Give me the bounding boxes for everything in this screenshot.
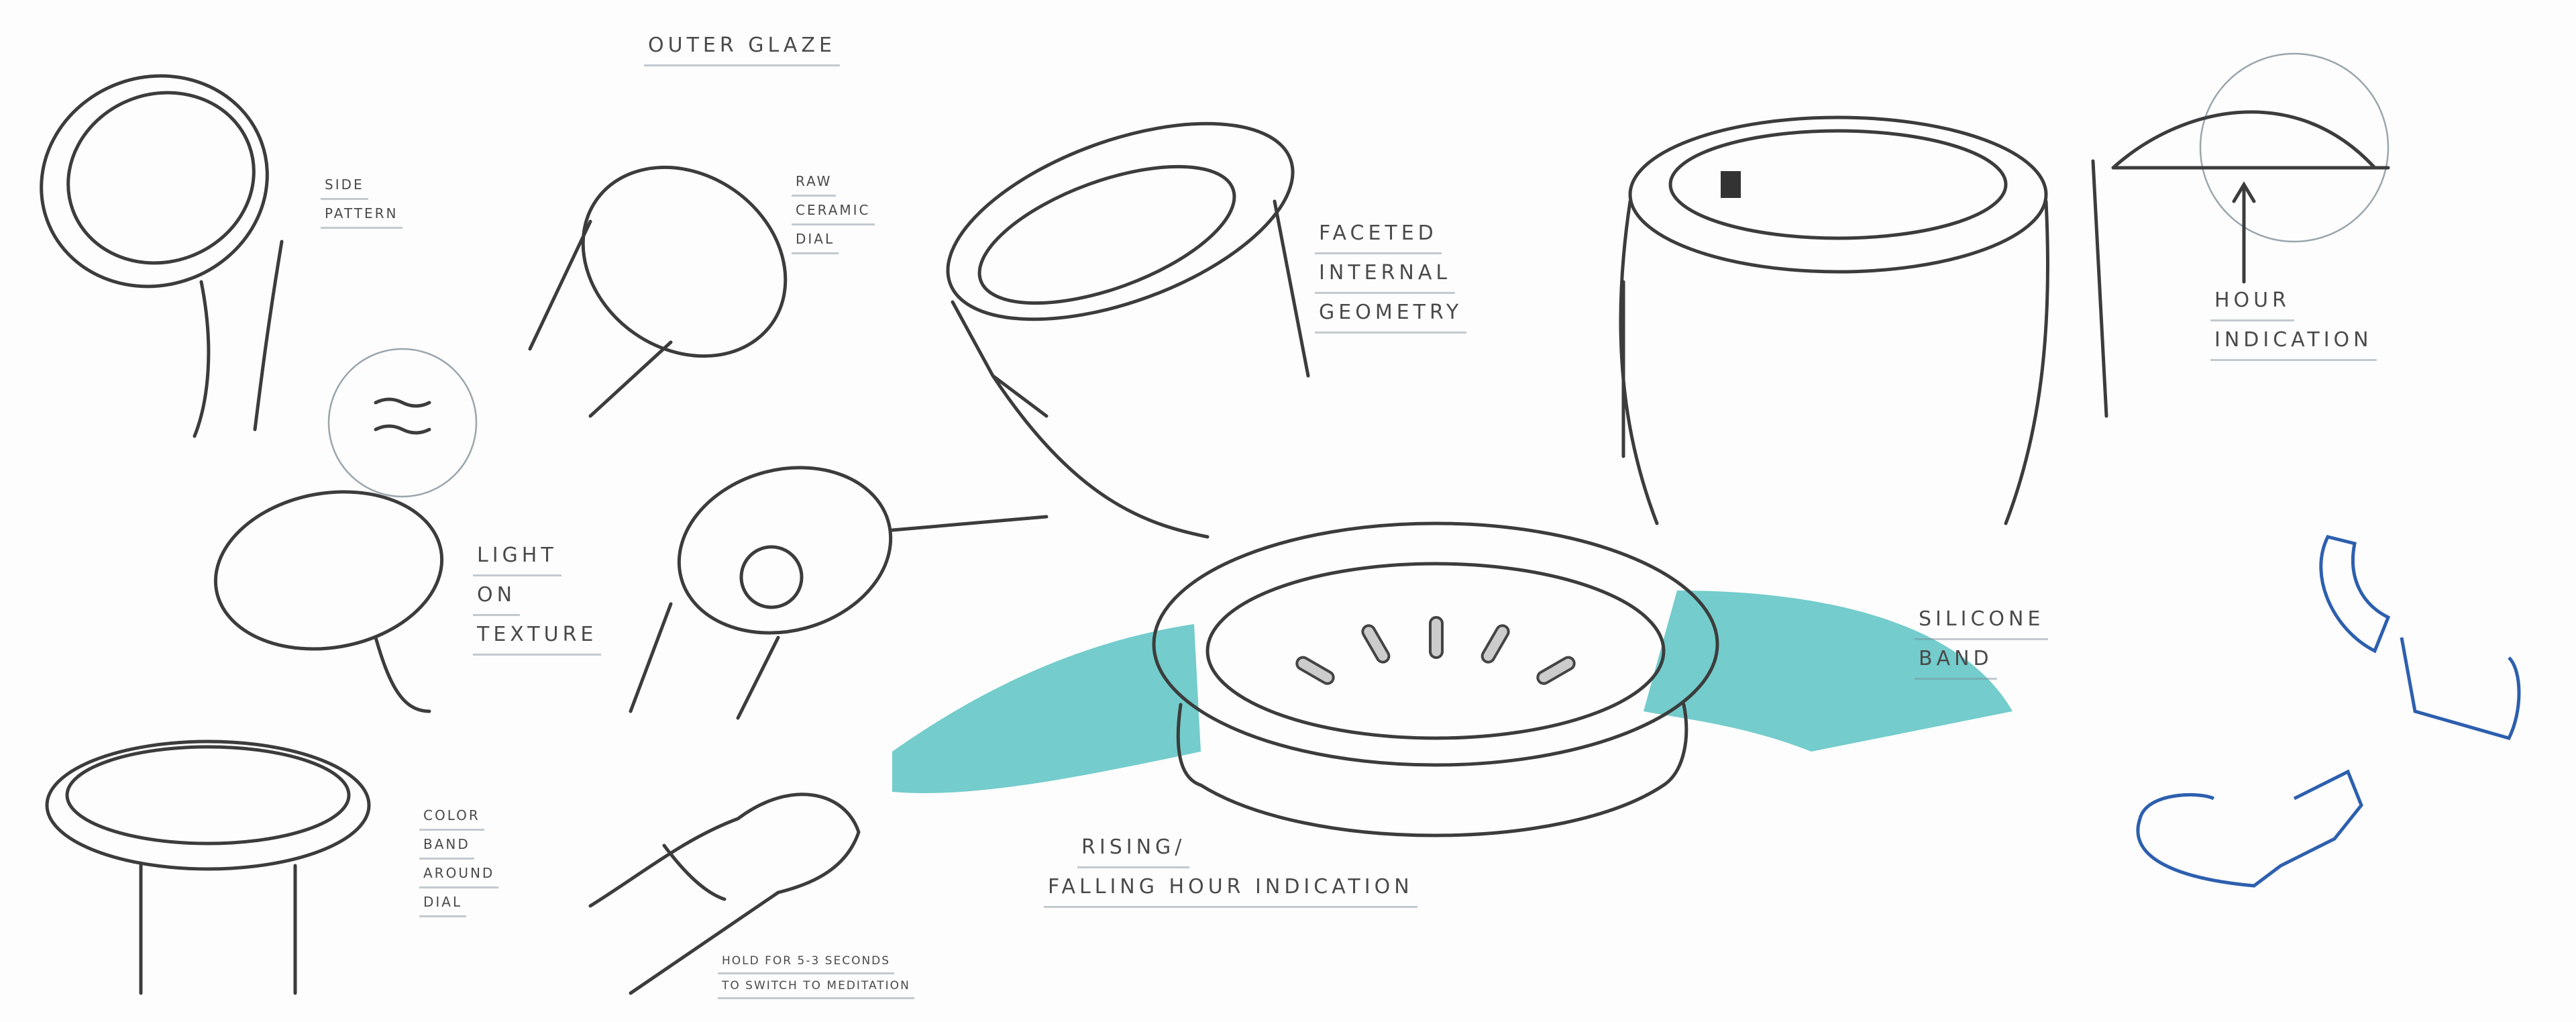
watch-sketch-silicone-band [892, 521, 2012, 837]
watch-sketch-faceted-geometry [946, 121, 1310, 539]
watch-sketch-side-pattern [40, 74, 284, 438]
band-sketches-blue [2136, 535, 2521, 888]
watch-sketch-light-on-texture [213, 348, 478, 713]
label-outer-glaze: OUTER GLAZE [644, 27, 840, 66]
watch-sketch-color-band [45, 739, 371, 995]
watch-sketch-hour-indication [1619, 52, 2390, 525]
watch-sketch-raw-ceramic-dial [528, 165, 788, 418]
watch-sketch-dome-dial [629, 466, 1049, 720]
label-rising-falling-hour-indication: RISING/FALLING HOUR INDICATION [1044, 829, 1417, 908]
hand-sketch [588, 793, 861, 995]
